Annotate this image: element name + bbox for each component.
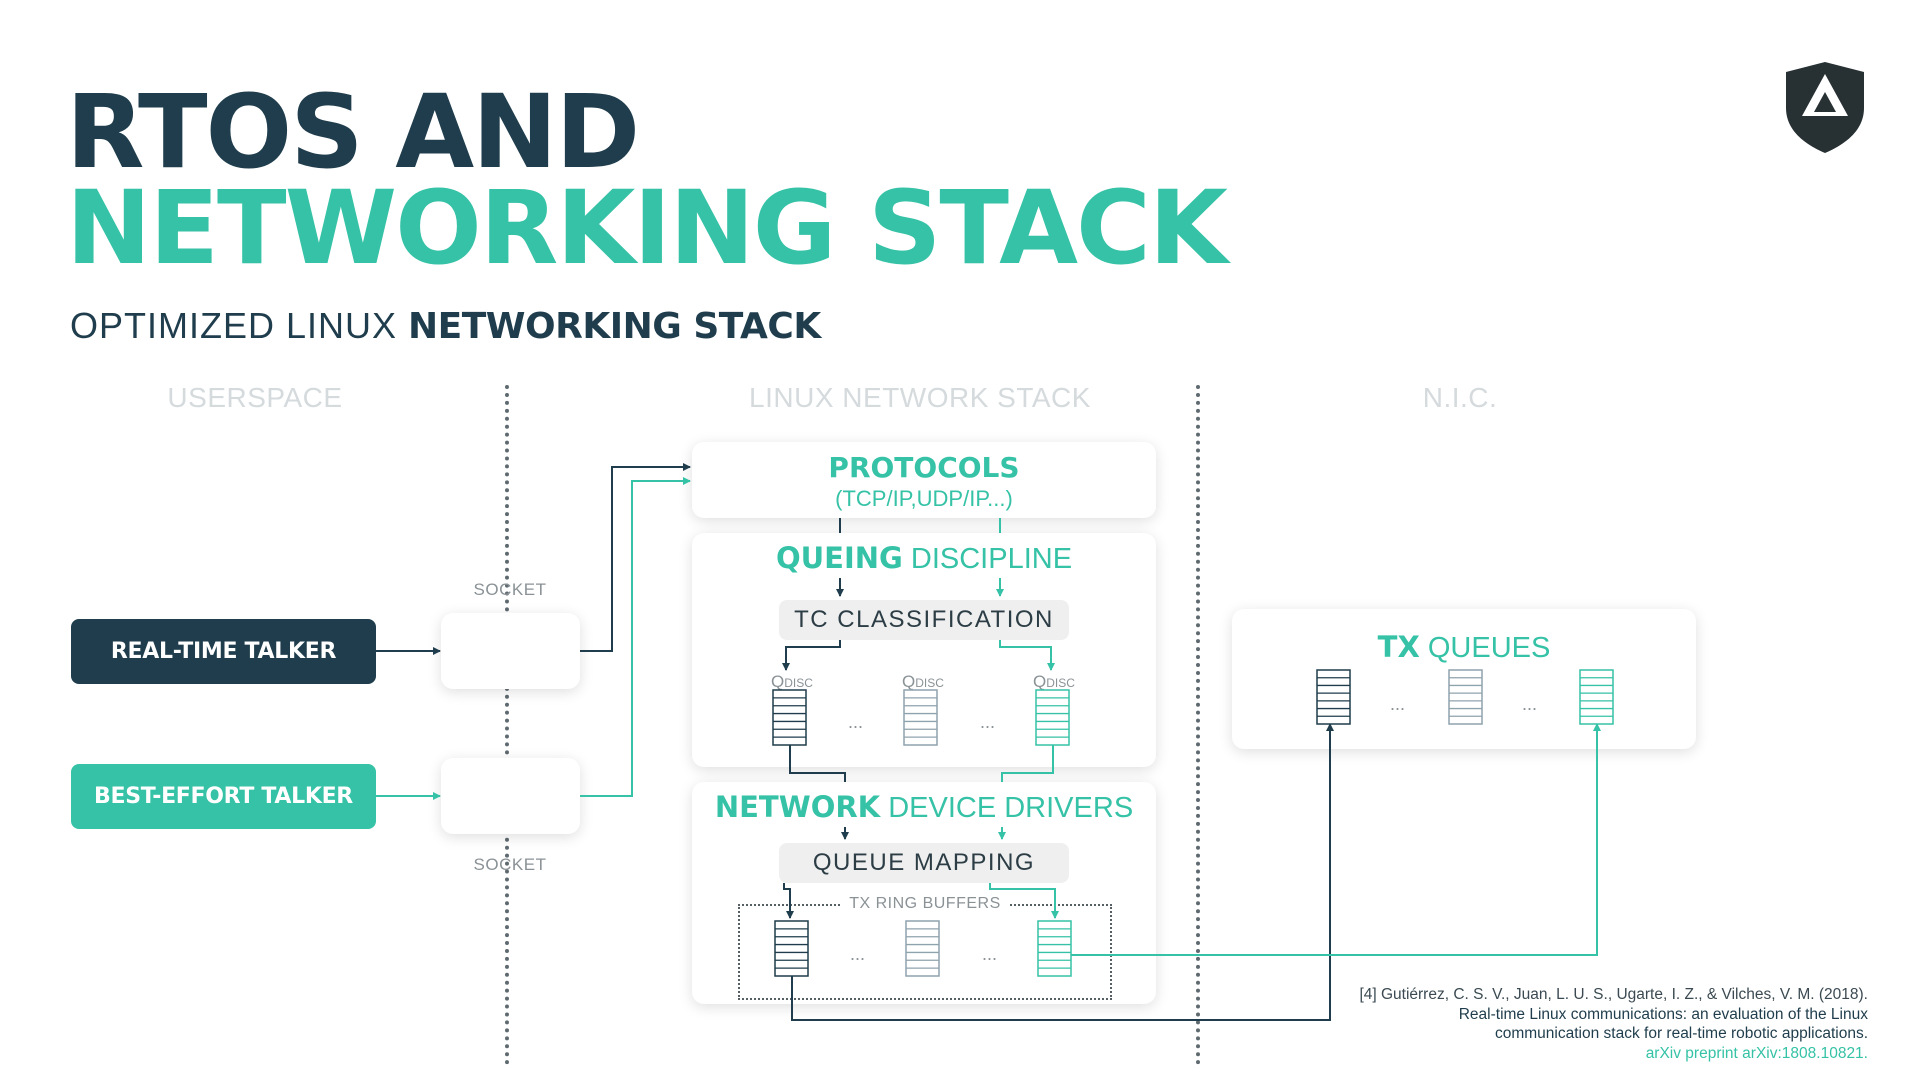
tx-queues-header: TX QUEUES [1232, 630, 1696, 665]
qdisc-label-1: Qdisc [771, 672, 813, 691]
arrow-rt-to-protocols [580, 463, 691, 652]
tc-classification: TC CLASSIFICATION [779, 600, 1069, 640]
socket-label-top: SOCKET [473, 580, 547, 599]
column-linux-stack: LINUX NETWORK STACK [749, 382, 1091, 413]
qdisc-ellipsis-1: ... [848, 712, 864, 732]
txq-normal: QUEUES [1419, 632, 1551, 664]
subtitle-bold: NETWORKING STACK [408, 306, 821, 347]
citation-line1: [4] Gutiérrez, C. S. V., Juan, L. U. S.,… [1359, 986, 1868, 1003]
queue-mapping: QUEUE MAPPING [779, 843, 1069, 883]
txq-ellipsis-2: ... [1522, 694, 1538, 714]
ring-ellipsis-1: ... [850, 944, 866, 964]
besteffort-talker: BEST-EFFORT TALKER [71, 764, 376, 829]
socket-label-bottom: SOCKET [473, 855, 547, 874]
title-line2: NETWORKING STACK [66, 169, 1228, 288]
drivers-bold: NETWORK [714, 790, 881, 824]
column-nic: N.I.C. [1422, 382, 1498, 413]
ring-buffer-label: TX RING BUFFERS [840, 895, 1010, 913]
separator-nic [1196, 385, 1200, 1065]
subtitle-normal: OPTIMIZED LINUX [70, 305, 409, 346]
separator-userspace [505, 385, 509, 1065]
protocols-subtitle: (TCP/IP,UDP/IP...) [835, 486, 1013, 511]
realtime-talker: REAL-TIME TALKER [71, 619, 376, 684]
qdisc-label-2: Qdisc [902, 672, 944, 691]
queuing-bold: QUEING [775, 541, 903, 575]
txq-bold: TX [1377, 630, 1420, 664]
arrow-be-to-protocols [580, 477, 691, 797]
qdisc-ellipsis-2: ... [980, 712, 996, 732]
socket-besteffort [441, 758, 580, 834]
subtitle: OPTIMIZED LINUX NETWORKING STACK [70, 308, 821, 345]
device-drivers-header: NETWORK DEVICE DRIVERS [692, 790, 1156, 825]
queuing-normal: DISCIPLINE [902, 543, 1073, 575]
ring-buffer-box [738, 904, 1112, 1000]
shield-logo-icon [1786, 62, 1864, 153]
qdisc-label-3: Qdisc [1033, 672, 1075, 691]
ring-ellipsis-2: ... [982, 944, 998, 964]
drivers-normal: DEVICE DRIVERS [880, 792, 1134, 824]
citation-line2: Real-time Linux communications: an evalu… [1458, 1005, 1868, 1023]
txq-ellipsis-1: ... [1390, 694, 1406, 714]
protocols-card [692, 442, 1156, 518]
queuing-discipline-header: QUEING DISCIPLINE [692, 541, 1156, 576]
citation-line4: arXiv preprint arXiv:1808.10821. [1645, 1044, 1868, 1062]
citation-line3: communication stack for real-time roboti… [1494, 1025, 1868, 1042]
citation: [4] Gutiérrez, C. S. V., Juan, L. U. S.,… [1359, 985, 1868, 1063]
protocols-title: PROTOCOLS [828, 451, 1020, 484]
column-userspace: USERSPACE [167, 382, 343, 413]
socket-realtime [441, 613, 580, 689]
title-line1: RTOS AND [66, 73, 640, 192]
